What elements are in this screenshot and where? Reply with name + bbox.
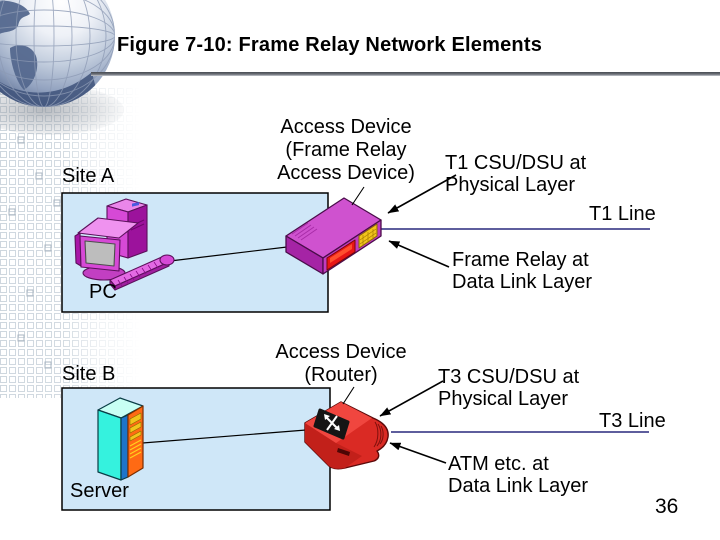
frame-relay-arrow bbox=[388, 240, 450, 268]
access-device-b-line1: Access Device bbox=[275, 341, 407, 363]
atm-label: ATM etc. at Data Link Layer bbox=[448, 453, 588, 497]
t3-csudsu-line1: T3 CSU/DSU at bbox=[438, 366, 580, 388]
access-a-pointer-line bbox=[351, 186, 365, 206]
access-device-a-line2: (Frame Relay bbox=[285, 139, 407, 161]
frad-device-image bbox=[285, 197, 382, 275]
globe-logo-image bbox=[0, 0, 115, 107]
title-rule bbox=[91, 72, 720, 76]
server-image bbox=[97, 397, 144, 481]
pc-image bbox=[74, 198, 175, 291]
access-device-b-line2: (Router) bbox=[304, 364, 378, 386]
t3-csudsu-label: T3 CSU/DSU at Physical Layer bbox=[438, 366, 579, 410]
frame-relay-line2: Data Link Layer bbox=[452, 271, 593, 293]
atm-line2: Data Link Layer bbox=[448, 475, 589, 497]
t1-csudsu-line2: Physical Layer bbox=[445, 174, 576, 196]
server-label: Server bbox=[70, 480, 129, 502]
page-number: 36 bbox=[655, 495, 679, 518]
atm-line1: ATM etc. at bbox=[448, 453, 549, 475]
t3-line-label: T3 Line bbox=[599, 410, 666, 432]
access-device-a-line1: Access Device bbox=[280, 116, 412, 138]
access-device-a-label: Access Device (Frame Relay Access Device… bbox=[258, 116, 434, 185]
frame-relay-line1: Frame Relay at bbox=[452, 249, 589, 271]
access-b-pointer-line bbox=[342, 386, 355, 405]
slide-title: Figure 7-10: Frame Relay Network Element… bbox=[117, 34, 543, 56]
t3-csudsu-line2: Physical Layer bbox=[438, 388, 569, 410]
access-device-b-label: Access Device (Router) bbox=[253, 341, 429, 387]
pc-label: PC bbox=[89, 281, 117, 303]
globe-gridlines bbox=[0, 0, 115, 107]
t1-csudsu-label: T1 CSU/DSU at Physical Layer bbox=[445, 152, 586, 196]
server-to-router-cable bbox=[129, 429, 307, 445]
access-device-a-line3: Access Device) bbox=[277, 162, 415, 184]
t3-csu-arrow bbox=[379, 380, 444, 417]
frame-relay-label: Frame Relay at Data Link Layer bbox=[452, 249, 592, 293]
t1-csu-arrow bbox=[387, 174, 457, 214]
mosaic-accent-squares bbox=[8, 136, 61, 369]
atm-arrow bbox=[389, 442, 447, 464]
site-b-label: Site B bbox=[62, 363, 116, 385]
t1-line-label: T1 Line bbox=[589, 203, 656, 225]
site-a-label: Site A bbox=[62, 165, 115, 187]
t1-csudsu-line1: T1 CSU/DSU at bbox=[445, 152, 587, 174]
router-device-image bbox=[304, 401, 389, 470]
pc-to-frad-cable bbox=[169, 246, 288, 262]
